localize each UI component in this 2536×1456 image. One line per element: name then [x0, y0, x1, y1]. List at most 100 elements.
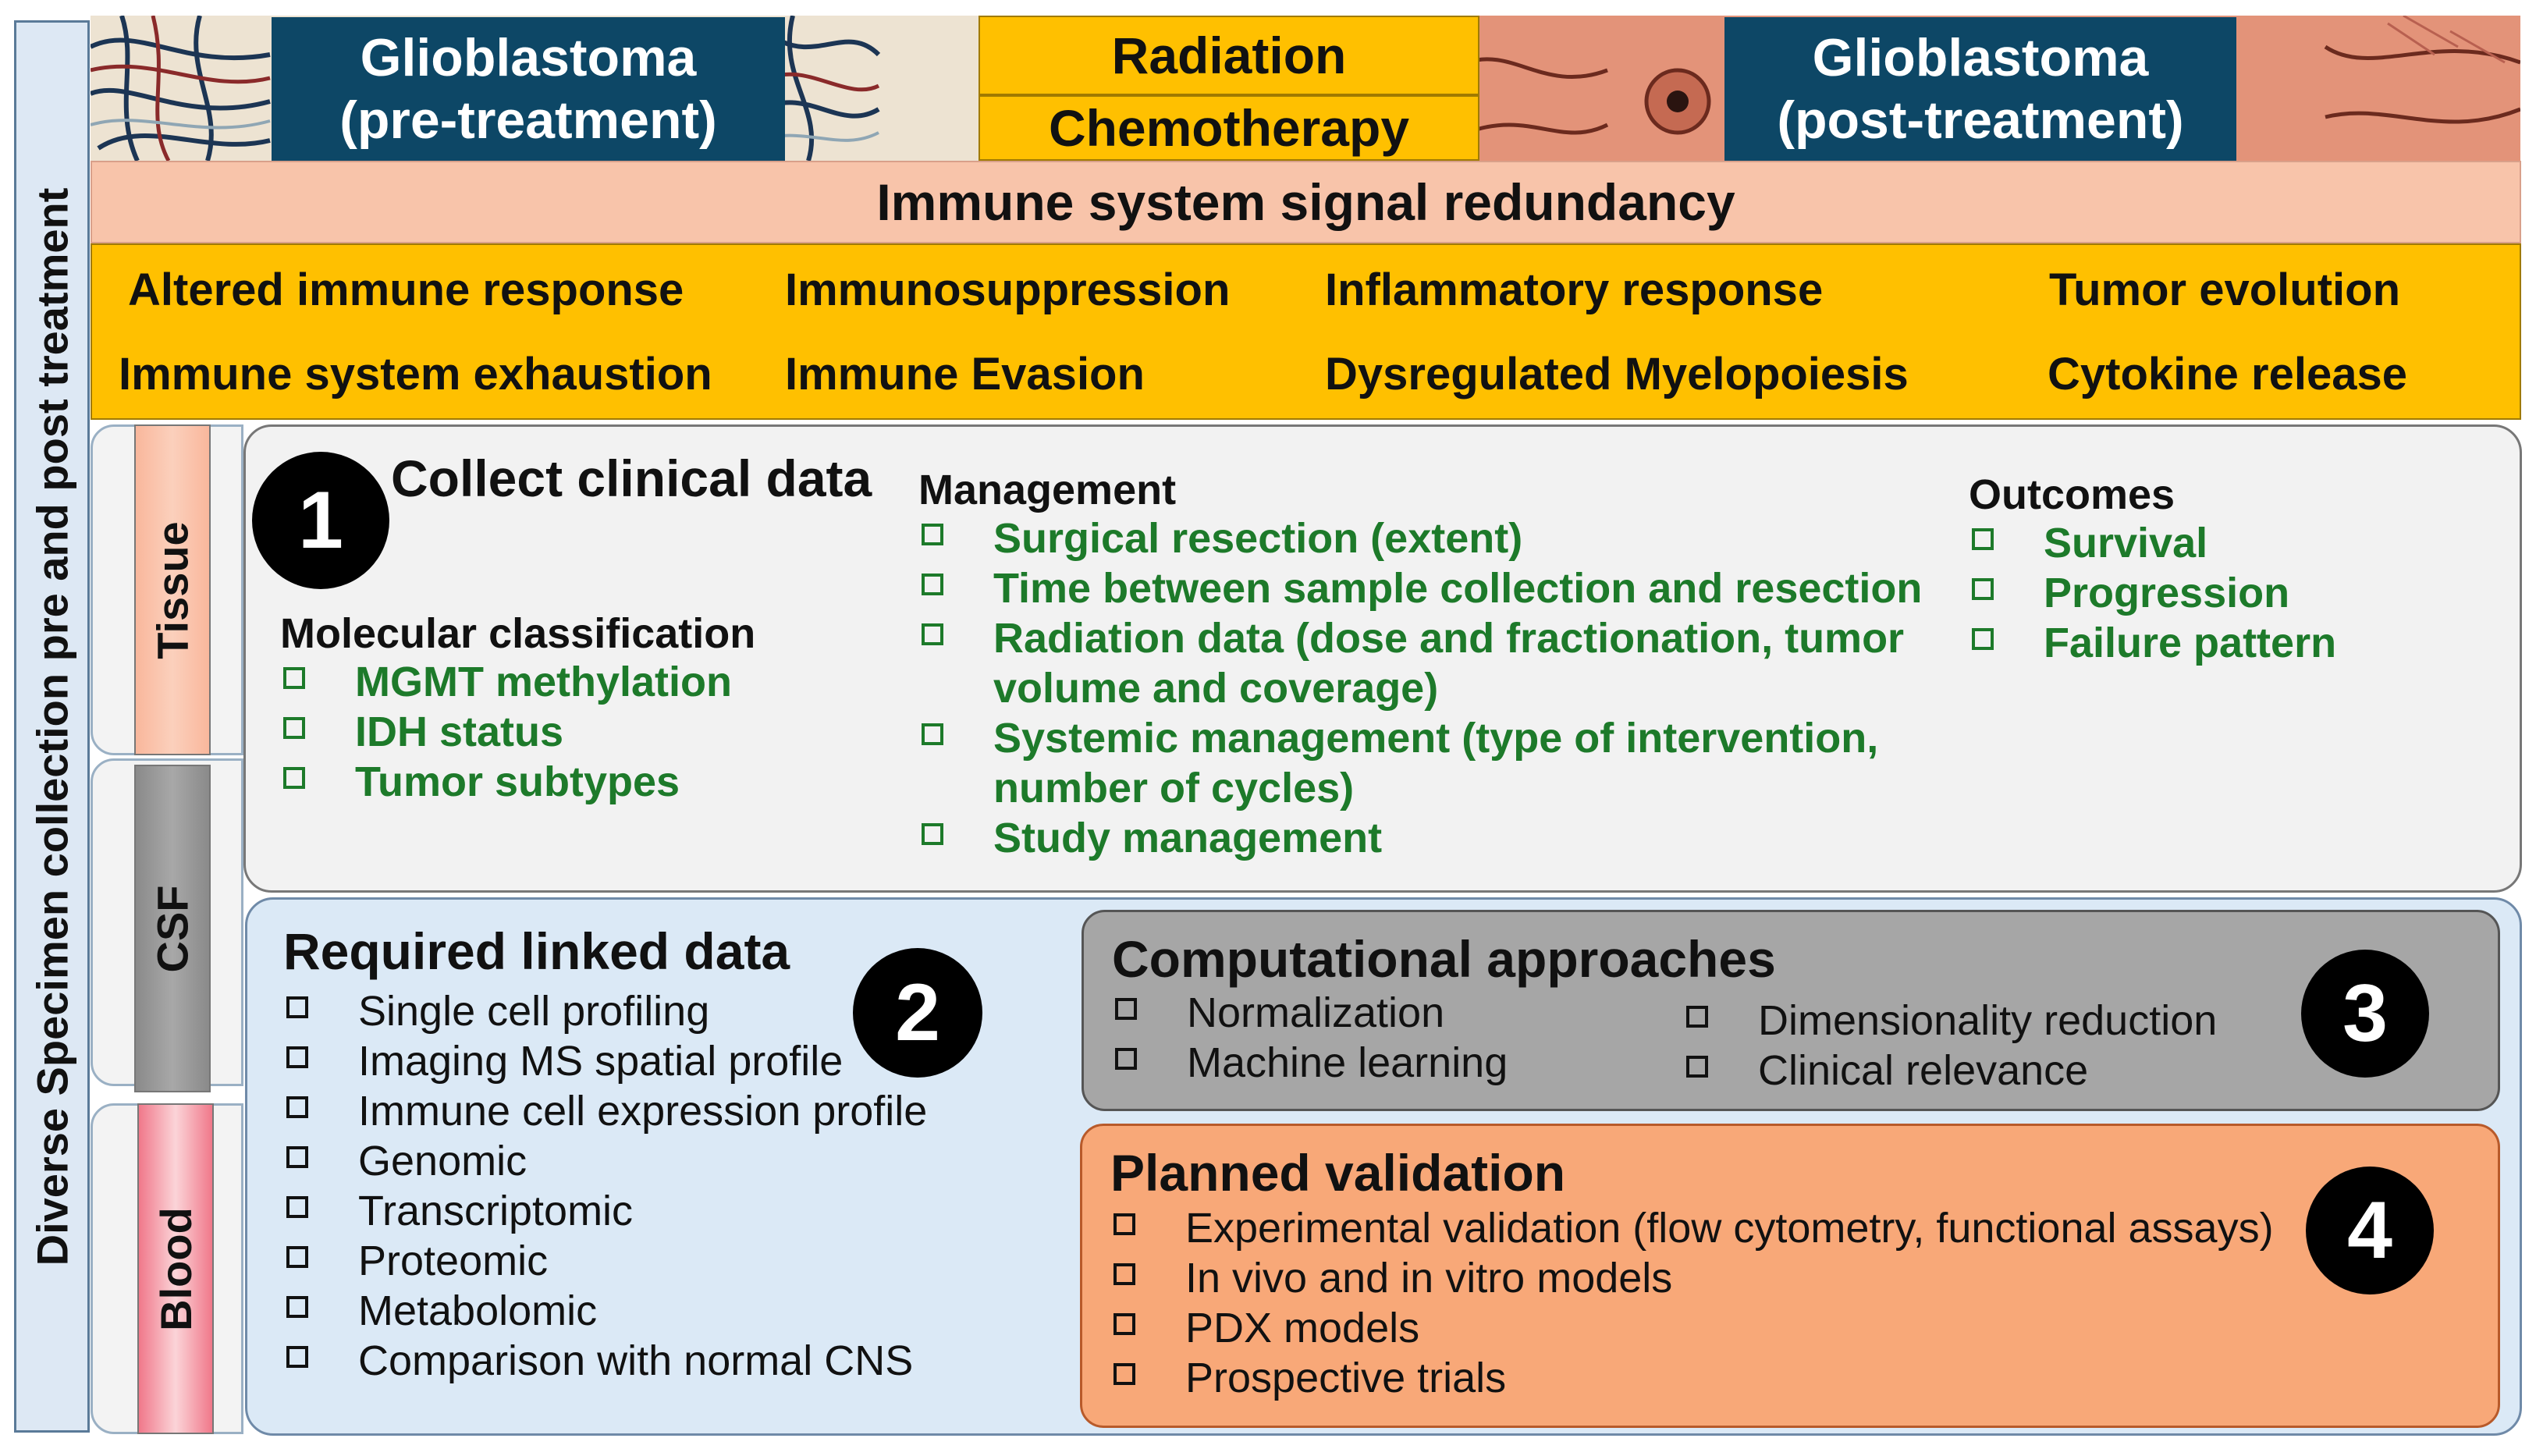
checkbox-icon — [1115, 998, 1137, 1020]
radiation-box: Radiation — [979, 16, 1479, 95]
list-item: Survival — [1972, 519, 2336, 569]
computational-title: Computational approaches — [1112, 930, 1776, 988]
radiation-label: Radiation — [1111, 27, 1347, 84]
step-3-badge: 3 — [2301, 950, 2429, 1078]
checkbox-icon — [286, 996, 308, 1018]
list-item: Normalization — [1115, 989, 1508, 1039]
step-1-number: 1 — [298, 474, 343, 566]
list-item: Dimensionality reduction — [1686, 996, 2217, 1046]
effect-item: Cytokine release — [2048, 349, 2408, 400]
clinical-data-panel: 1 Collect clinical data Molecular classi… — [243, 424, 2522, 893]
csf-label: CSF — [147, 885, 197, 972]
step-2-badge: 2 — [853, 948, 982, 1078]
effect-item: Immune system exhaustion — [119, 349, 712, 400]
effect-item: Altered immune response — [128, 265, 684, 315]
tissue-label: Tissue — [147, 520, 197, 659]
list-item: Comparison with normal CNS — [286, 1337, 927, 1387]
banner-label: Immune system signal redundancy — [876, 173, 1735, 231]
checkbox-icon — [922, 623, 943, 645]
effect-item: Immune Evasion — [785, 349, 1145, 400]
list-item: Surgical resection (extent) — [922, 514, 1922, 564]
list-item: Time between sample collection and resec… — [922, 564, 1922, 614]
list-item: Failure pattern — [1972, 619, 2336, 669]
checkbox-icon — [283, 767, 305, 789]
list-item: IDH status — [283, 708, 732, 758]
post-treatment-line1: Glioblastoma — [1812, 28, 2149, 87]
molecular-heading: Molecular classification — [280, 610, 756, 657]
checkbox-icon — [1113, 1363, 1135, 1385]
validation-title: Planned validation — [1110, 1144, 1566, 1202]
list-item: In vivo and in vitro models — [1113, 1254, 2274, 1304]
validation-list: Experimental validation (flow cytometry,… — [1113, 1204, 2274, 1404]
list-item: Metabolomic — [286, 1287, 927, 1337]
checkbox-icon — [1113, 1313, 1135, 1335]
effect-item: Immunosuppression — [785, 265, 1231, 315]
effect-item: Tumor evolution — [2049, 265, 2401, 315]
list-item: Immune cell expression profile — [286, 1087, 927, 1137]
chemotherapy-box: Chemotherapy — [979, 95, 1479, 161]
signal-redundancy-banner: Immune system signal redundancy — [91, 161, 2521, 243]
step-3-number: 3 — [2342, 968, 2388, 1059]
checkbox-icon — [286, 1096, 308, 1118]
computational-list-2: Dimensionality reduction Clinical releva… — [1686, 996, 2217, 1096]
post-treatment-box: Glioblastoma (post-treatment) — [1724, 17, 2236, 161]
checkbox-icon — [1115, 1048, 1137, 1070]
list-item-continuation: volume and coverage) — [993, 665, 1439, 712]
clinical-data-title: Collect clinical data — [391, 449, 872, 507]
list-item: Study management — [922, 814, 1922, 864]
checkbox-icon — [286, 1196, 308, 1218]
checkbox-icon — [1113, 1213, 1135, 1235]
list-item: Experimental validation (flow cytometry,… — [1113, 1204, 2274, 1254]
list-item: Machine learning — [1115, 1039, 1508, 1088]
pre-treatment-line2: (pre-treatment) — [339, 91, 717, 150]
list-item: Single cell profiling — [286, 987, 927, 1037]
list-item: Tumor subtypes — [283, 758, 732, 808]
checkbox-icon — [286, 1296, 308, 1318]
checkbox-icon — [286, 1346, 308, 1368]
pre-treatment-line1: Glioblastoma — [360, 28, 697, 87]
checkbox-icon — [1686, 1006, 1708, 1028]
tissue-label-box: Tissue — [134, 424, 211, 755]
step-1-badge: 1 — [252, 452, 389, 589]
step-4-number: 4 — [2347, 1184, 2392, 1276]
list-item: MGMT methylation — [283, 658, 732, 708]
list-item: Prospective trials — [1113, 1354, 2274, 1404]
checkbox-icon — [922, 524, 943, 545]
checkbox-icon — [1686, 1056, 1708, 1078]
checkbox-icon — [283, 667, 305, 689]
checkbox-icon — [1972, 578, 1994, 600]
checkbox-icon — [286, 1146, 308, 1168]
left-bar-label: Diverse Specimen collection pre and post… — [27, 187, 77, 1266]
outcomes-heading: Outcomes — [1969, 471, 2175, 518]
list-item: Genomic — [286, 1137, 927, 1187]
csf-label-box: CSF — [134, 765, 211, 1092]
checkbox-icon — [922, 574, 943, 595]
effect-item: Dysregulated Myelopoiesis — [1325, 349, 1909, 400]
linked-data-title: Required linked data — [283, 922, 790, 980]
checkbox-icon — [283, 717, 305, 739]
checkbox-icon — [1972, 528, 1994, 550]
computational-list-1: Normalization Machine learning — [1115, 989, 1508, 1088]
list-item: PDX models — [1113, 1304, 2274, 1354]
linked-data-list: Single cell profiling Imaging MS spatial… — [286, 987, 927, 1387]
list-item: Systemic management (type of interventio… — [922, 714, 1922, 764]
list-item: Progression — [1972, 569, 2336, 619]
checkbox-icon — [286, 1046, 308, 1068]
checkbox-icon — [286, 1246, 308, 1268]
checkbox-icon — [922, 823, 943, 845]
effect-item: Inflammatory response — [1325, 265, 1824, 315]
immune-effects-box: Altered immune response Immunosuppressio… — [91, 243, 2521, 420]
computational-panel: Computational approaches Normalization M… — [1082, 910, 2500, 1111]
step-4-badge: 4 — [2306, 1167, 2434, 1294]
left-vertical-bar — [14, 20, 90, 1433]
list-item: Radiation data (dose and fractionation, … — [922, 614, 1922, 664]
chemotherapy-label: Chemotherapy — [1048, 99, 1410, 157]
pre-treatment-box: Glioblastoma (pre-treatment) — [272, 17, 785, 161]
list-item: Transcriptomic — [286, 1187, 927, 1237]
outcomes-list: Survival Progression Failure pattern — [1972, 519, 2336, 669]
list-item: Clinical relevance — [1686, 1046, 2217, 1096]
list-item: Imaging MS spatial profile — [286, 1037, 927, 1087]
molecular-list: MGMT methylation IDH status Tumor subtyp… — [283, 658, 732, 808]
management-heading: Management — [918, 467, 1177, 513]
checkbox-icon — [922, 723, 943, 745]
